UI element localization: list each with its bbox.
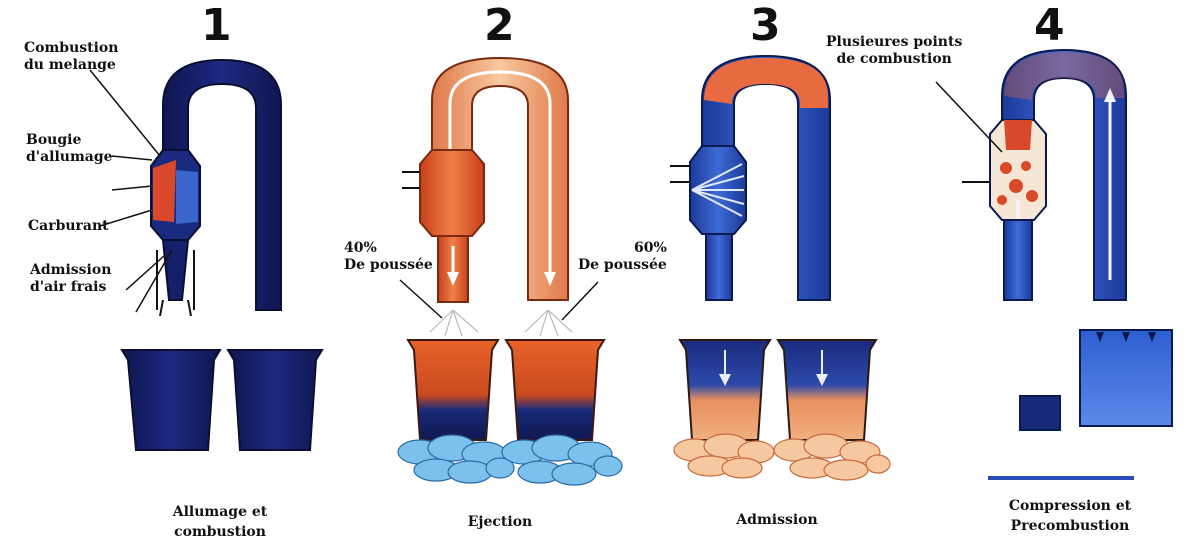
label-combustion-melange: Combustion du melange — [24, 40, 118, 74]
panel-2-cup-right — [506, 340, 604, 440]
caption-panel-1: Allumage et combustion — [150, 502, 290, 542]
panel-1-graphic — [90, 60, 322, 450]
panel-1-intake-cone — [163, 240, 188, 300]
panel-1-cup-right — [228, 350, 322, 450]
panel-2-chamber — [420, 150, 484, 236]
panel-2-exhaust-spray — [430, 310, 572, 336]
label-bougie: Bougie d'allumage — [26, 132, 113, 166]
label-poussee-60: 60% De poussée — [578, 240, 667, 274]
label-carburant: Carburant — [28, 218, 109, 235]
caption-panel-3: Admission — [712, 510, 842, 530]
label-plusieurs-points: Plusieures points de combustion — [826, 34, 962, 68]
panel-3-graphic — [670, 56, 890, 480]
label-poussee-40: 40% De poussée — [344, 240, 433, 274]
panel-2-number: 2 — [484, 4, 517, 48]
panel-1-cup-left — [122, 350, 220, 450]
panel-2-cup-left — [408, 340, 498, 440]
caption-panel-2: Ejection — [440, 512, 560, 532]
panel-4-graphic — [936, 50, 1172, 480]
panel-4-small-block — [1020, 396, 1060, 430]
panel-2-water — [398, 435, 622, 485]
caption-panel-4: Compression et Precombustion — [980, 496, 1160, 536]
panel-1-number: 1 — [201, 4, 234, 48]
label-admission-air: Admission d'air frais — [30, 262, 111, 296]
panel-3-number: 3 — [750, 4, 783, 48]
panel-4-number: 4 — [1034, 4, 1067, 48]
panel-3-foam — [674, 434, 890, 480]
panel-3-cup-right — [778, 340, 876, 440]
panel-4-cup — [1080, 330, 1172, 426]
